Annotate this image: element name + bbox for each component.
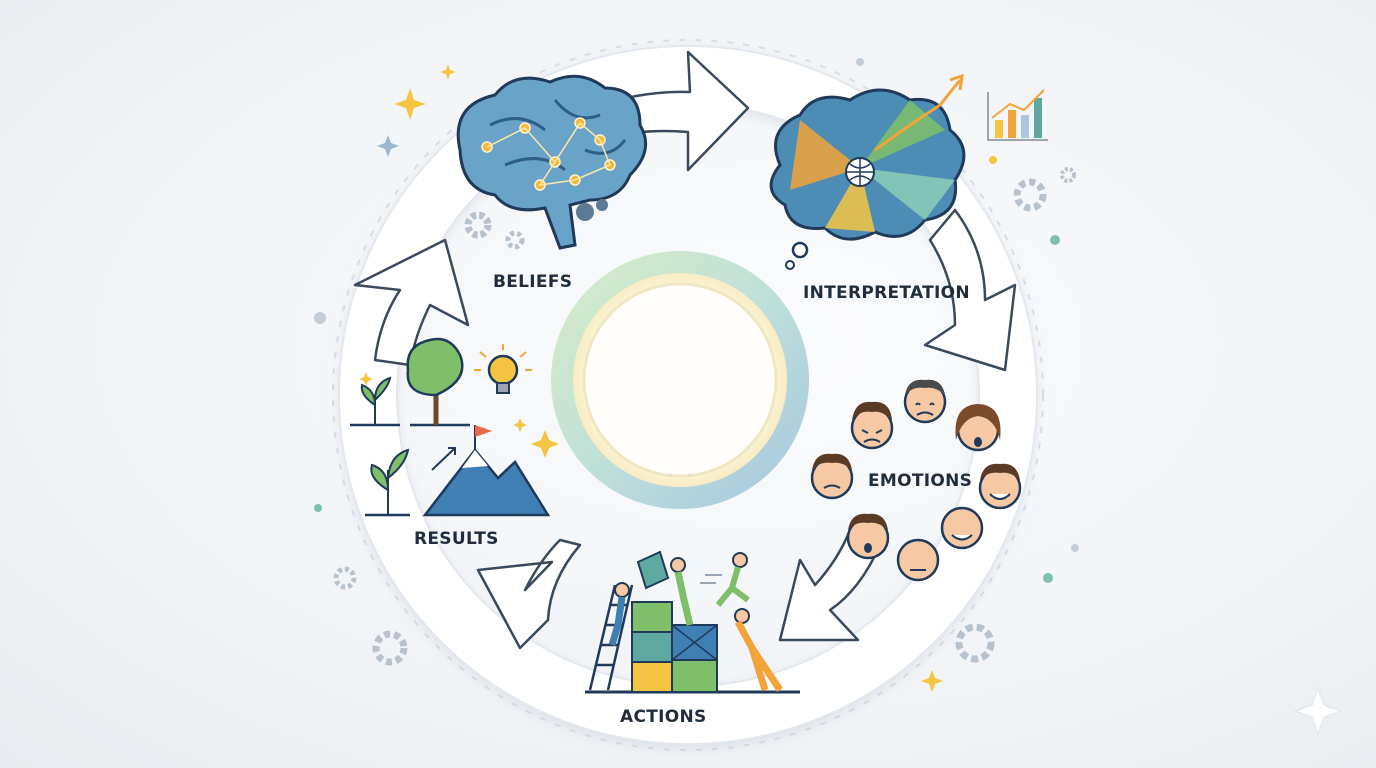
lightbulb-icon xyxy=(474,344,532,394)
face-happy xyxy=(978,463,1022,510)
face-worried xyxy=(955,404,1001,452)
face-neutral-bald xyxy=(896,538,940,582)
face-surprised xyxy=(846,513,890,560)
accent-star-icons xyxy=(377,135,1344,737)
stage-label-actions: ACTIONS xyxy=(620,707,707,727)
faces-icon xyxy=(810,379,1022,582)
thought-cloud-icon xyxy=(769,73,966,270)
face-angry xyxy=(850,401,894,450)
arrow-actions-to-results xyxy=(476,538,582,650)
stage-label-interpretation: INTERPRETATION xyxy=(803,283,970,303)
teamwork-blocks-icon xyxy=(585,550,800,694)
gear-icons xyxy=(333,167,1076,666)
face-smiling-bald xyxy=(940,506,984,550)
arrow-interpretation-to-emotions xyxy=(923,208,1017,372)
stage-label-beliefs: BELIEFS xyxy=(493,272,573,292)
stage-label-emotions: EMOTIONS xyxy=(868,471,973,491)
growth-mountain-icon xyxy=(350,337,551,517)
decorative-dots xyxy=(314,58,1079,583)
stage-label-results: RESULTS xyxy=(414,529,499,549)
orbit-dashed-ring xyxy=(332,39,1044,751)
sparkle-icons xyxy=(359,64,943,692)
face-sad xyxy=(903,379,947,424)
brain-icon xyxy=(456,74,648,250)
face-upset xyxy=(810,453,854,500)
arrow-emotions-to-actions xyxy=(778,528,882,642)
bar-chart-icon xyxy=(987,89,1048,141)
